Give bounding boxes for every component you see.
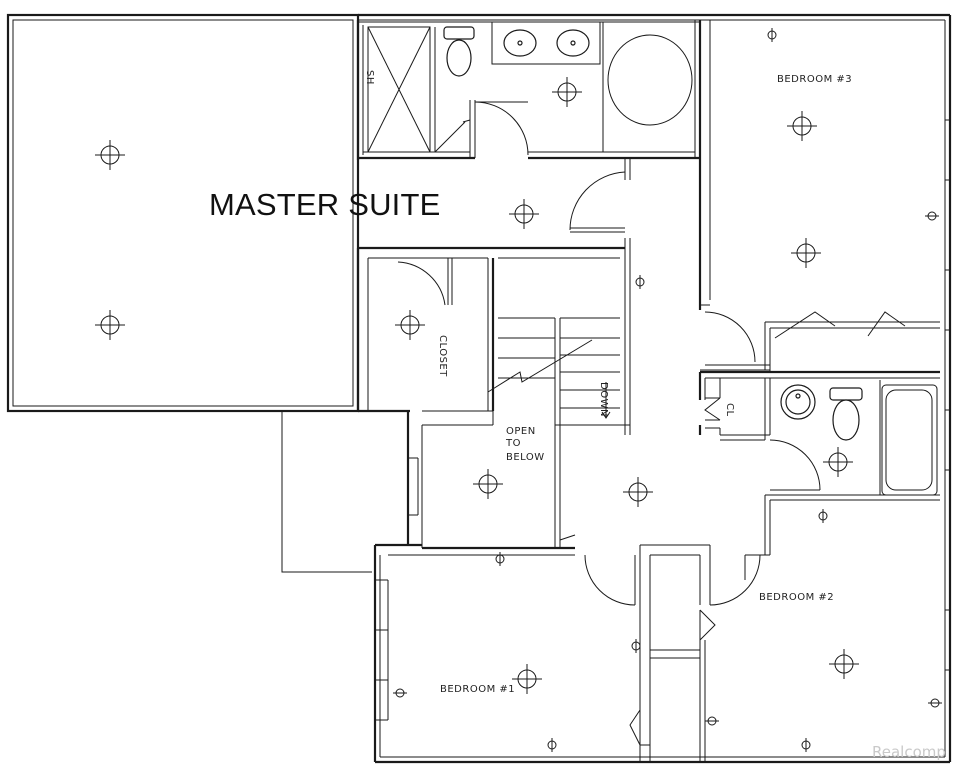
bedroom-3-label: BEDROOM #3 (777, 74, 852, 85)
ceiling-light-icon (791, 238, 821, 268)
ceiling-light-icon (95, 140, 125, 170)
ceiling-light-icon (512, 664, 542, 694)
ceiling-light-icon (395, 310, 425, 340)
down-label: DOWN (598, 382, 609, 417)
cl-label: CL (724, 403, 735, 417)
hall-bath-walls (698, 370, 940, 580)
bedroom-1-2-walls (584, 544, 761, 762)
bedroom-2-label: BEDROOM #2 (759, 592, 834, 603)
sink-icon (780, 384, 816, 420)
toilet-icon (443, 26, 475, 77)
ceiling-light-icon (787, 111, 817, 141)
wall-outlet-icon (495, 552, 505, 566)
toilet-icon (829, 387, 863, 441)
ceiling-light-icon (473, 469, 503, 499)
wall-outlet-icon (635, 275, 645, 289)
watermark: Realcomp (872, 743, 946, 761)
master-bath (356, 19, 702, 160)
wall-outlet-icon (818, 509, 828, 523)
ceiling-light-icon (623, 477, 653, 507)
stairs (487, 257, 620, 425)
bedroom-3-walls (698, 20, 940, 372)
exterior-walls (281, 13, 952, 764)
sh-label: SH (364, 70, 375, 85)
open-to-below-label-1: OPEN (506, 426, 536, 437)
wall-outlet-icon (928, 698, 942, 708)
ceiling-light-icon (552, 77, 582, 107)
wall-outlet-icon (767, 28, 777, 42)
ceiling-light-icon (829, 649, 859, 679)
wall-outlet-icon (547, 738, 557, 752)
closet-label: CLOSET (437, 335, 448, 377)
ceiling-light-icon (95, 310, 125, 340)
open-to-below-label-3: BELOW (506, 452, 545, 463)
master-suite-walls (6, 13, 360, 413)
ceiling-light-icon (509, 199, 539, 229)
open-to-below-label-2: TO (505, 438, 521, 449)
wall-outlet-icon (801, 738, 811, 752)
master-suite-label: MASTER SUITE (209, 187, 440, 222)
sink-icon (503, 29, 537, 57)
wall-outlet-icon (925, 211, 939, 221)
wall-outlet-icon (705, 716, 719, 726)
hallway-walls (356, 158, 631, 548)
ceiling-light-icon (823, 447, 853, 477)
sink-icon (556, 29, 590, 57)
wall-outlet-icon (631, 639, 641, 653)
wall-outlet-icon (393, 688, 407, 698)
bedroom-1-label: BEDROOM #1 (440, 684, 515, 695)
